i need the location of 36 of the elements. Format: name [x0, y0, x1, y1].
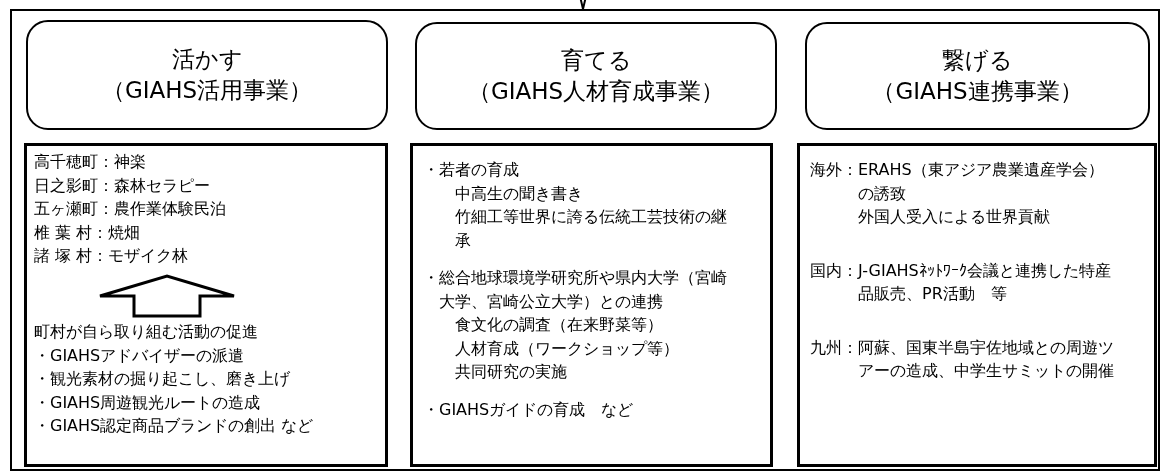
content-box	[24, 143, 388, 467]
list-item: 中高生の聞き書き	[454, 182, 584, 205]
list-item: 共同研究の実施	[454, 361, 568, 383]
header-box	[26, 20, 388, 130]
list-item: 竹細工等世界に誇る伝統工芸技術の継承	[454, 206, 728, 252]
header-box	[805, 22, 1150, 130]
subheading: （GIAHS活用事業）	[101, 76, 313, 105]
content-box	[797, 143, 1157, 467]
heading: 繋げる	[942, 46, 1013, 75]
block-arrow	[98, 274, 236, 318]
text-line: 日之影町：森林セラピー	[34, 174, 211, 197]
content-box	[410, 143, 773, 467]
heading: 育てる	[560, 46, 632, 75]
text-line: 諸 塚 村：モザイク林	[34, 245, 190, 267]
subheading: （GIAHS連携事業）	[872, 77, 1083, 106]
header-box	[415, 22, 777, 130]
outer-frame	[10, 9, 1160, 471]
list-item: ・若者の育成	[423, 159, 520, 181]
text-line: 高千穂町：神楽	[34, 151, 147, 173]
list-item: 九州：阿蘇、国東半島宇佐地域との周遊ツアーの造成、中学生サミットの開催	[810, 336, 1115, 382]
text-line: ・観光素材の掘り起こし、磨き上げ	[34, 368, 291, 390]
list-item: 国内：J-GIAHSﾈｯﾄﾜｰｸ会議と連携した特産品販売、PR活動 等	[810, 259, 1112, 305]
list-item: 外国人受入による世界貢献	[857, 206, 1051, 228]
list-item: 人材育成（ワークショップ等）	[454, 337, 680, 360]
subheading: （GIAHS人材育成事業）	[467, 77, 725, 106]
list-item: 食文化の調査（在来野菜等）	[454, 314, 664, 336]
text-line: 五ヶ瀬町：農作業体験民泊	[34, 198, 227, 220]
text-line: ・GIAHS周遊観光ルートの造成	[34, 391, 262, 414]
text-line: ・GIAHSアドバイザーの派遣	[34, 344, 246, 367]
text-line: 町村が自ら取り組む活動の促進	[34, 321, 259, 343]
list-item: 海外：ERAHS（東アジア農業遺産学会）の誘致	[810, 159, 1105, 205]
list-item: ・総合地球環境学研究所や県内大学（宮崎大学、宮崎公立大学）との連携	[423, 267, 728, 313]
heading: 活かす	[171, 45, 243, 74]
list-item: ・GIAHSガイドの育成 など	[423, 398, 635, 421]
text-line: 椎 葉 村：焼畑	[34, 221, 142, 244]
text-line: ・GIAHS認定商品ブランドの創出 など	[34, 415, 315, 437]
